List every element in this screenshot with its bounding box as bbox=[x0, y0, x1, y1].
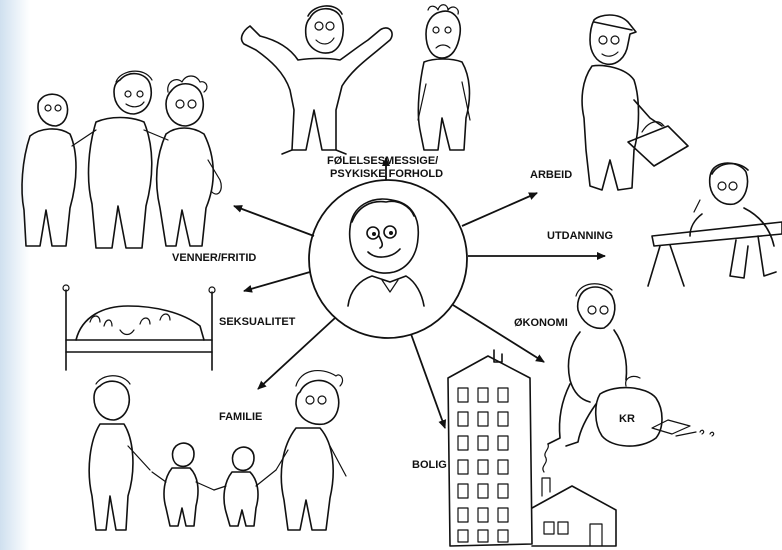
work-label: ARBEID bbox=[530, 169, 572, 181]
friends-label: VENNER/FRITID bbox=[172, 252, 256, 264]
arrow-housing bbox=[410, 333, 447, 429]
education-label: UTDANNING bbox=[547, 230, 613, 242]
bed-drawing bbox=[62, 284, 216, 371]
student-figure bbox=[647, 162, 782, 287]
economy-figure bbox=[547, 283, 715, 447]
arrow-friends bbox=[233, 205, 315, 237]
feelings-label-line2: PSYKISKE FORHOLD bbox=[330, 168, 443, 180]
worker-figure bbox=[581, 14, 689, 191]
friends-figures bbox=[21, 70, 222, 249]
family-label: FAMILIE bbox=[219, 411, 262, 423]
sexuality-label: SEKSUALITET bbox=[219, 316, 296, 328]
arrow-economy bbox=[452, 304, 545, 363]
arrow-sexuality bbox=[243, 271, 311, 293]
housing-drawing bbox=[447, 349, 617, 547]
arrow-family bbox=[257, 317, 336, 390]
arrow-work bbox=[461, 192, 538, 227]
building-windows bbox=[457, 387, 509, 543]
housing-label: BOLIG bbox=[412, 459, 447, 471]
feelings-people bbox=[240, 4, 471, 155]
center-person bbox=[308, 179, 468, 339]
family-figures bbox=[88, 369, 347, 531]
feelings-label-line1: FØLELSESMESSIGE/ bbox=[327, 155, 438, 167]
economy-label: ØKONOMI bbox=[514, 317, 568, 329]
arrows bbox=[233, 157, 606, 429]
money-bag-label: KR bbox=[619, 413, 635, 425]
